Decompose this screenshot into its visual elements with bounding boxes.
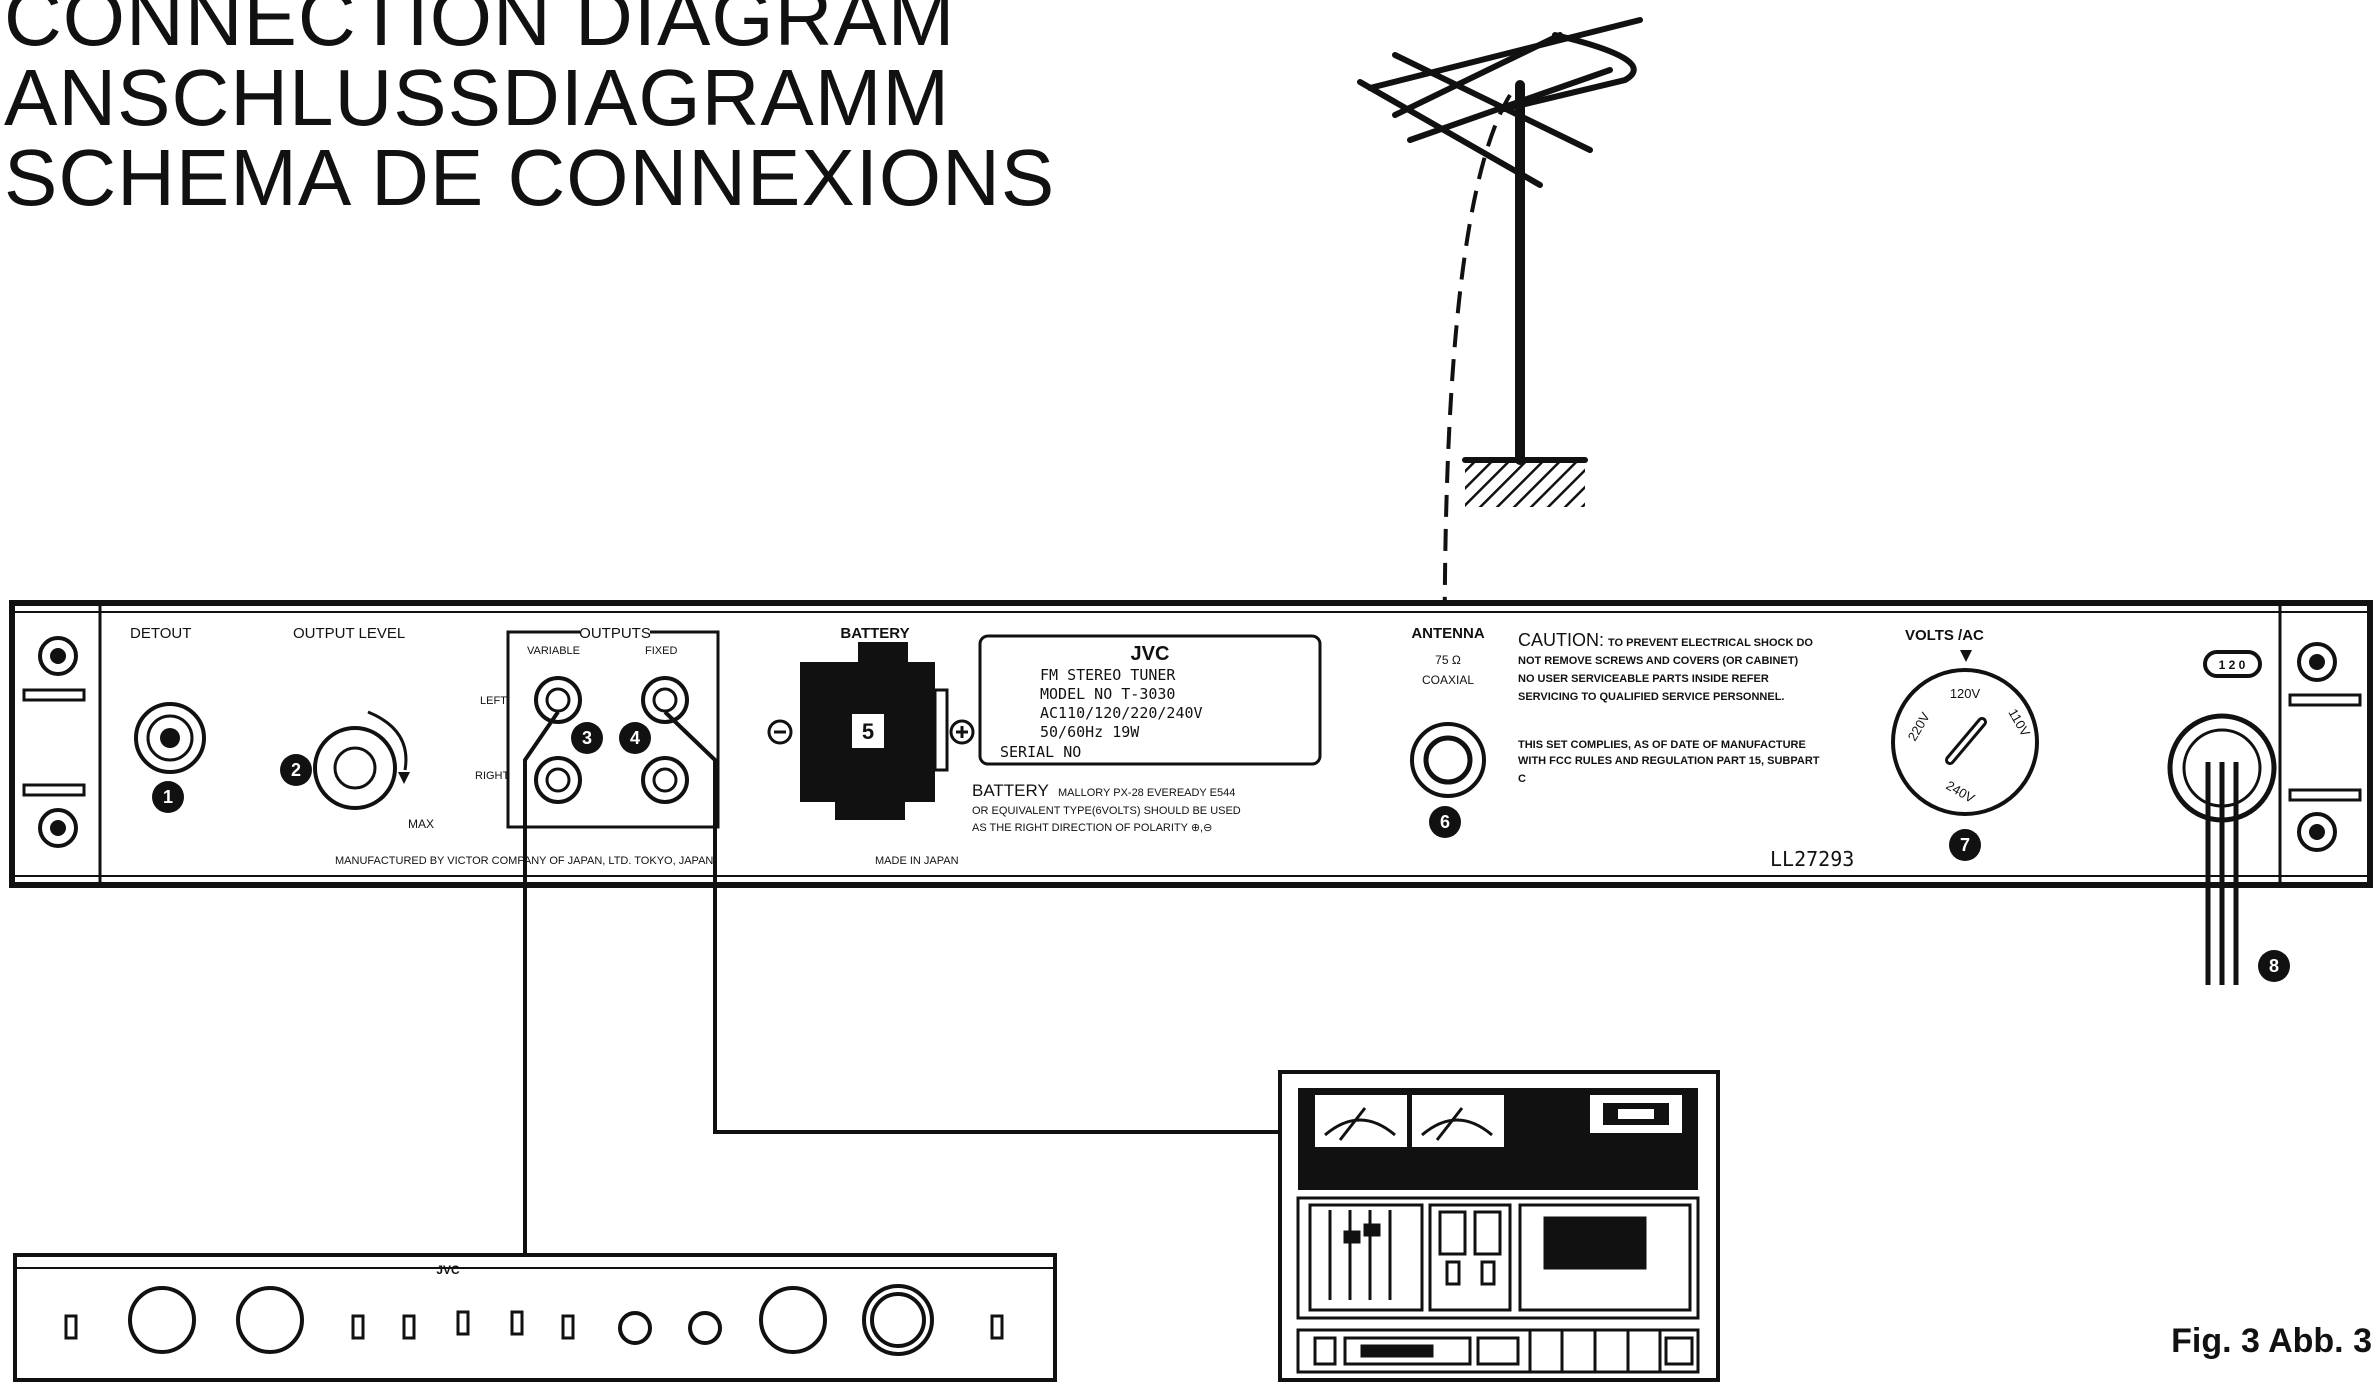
callout-marker: 2	[280, 754, 312, 786]
detout-label: DETOUT	[130, 625, 191, 642]
callout-marker: 6	[1429, 806, 1461, 838]
figure-label: Fig. 3 Abb. 3	[2171, 1322, 2372, 1360]
callout-number: 7	[1960, 835, 1970, 855]
variable-label: VARIABLE	[527, 645, 580, 657]
connection-cables	[523, 710, 1280, 1255]
caution-title: CAUTION:	[1518, 630, 1604, 650]
model-plate-line: 50/60Hz 19W	[1040, 723, 1140, 741]
left-label: LEFT	[480, 695, 507, 707]
callout-marker: 7	[1949, 829, 1981, 861]
title-german: ANSCHLUSSDIAGRAMM	[4, 53, 951, 142]
made-in-label: MADE IN JAPAN	[875, 855, 959, 867]
model-plate-line: AC110/120/220/240V	[1040, 704, 1203, 722]
callout-number: 4	[630, 728, 640, 748]
caution-line: NO USER SERVICEABLE PARTS INSIDE REFER	[1518, 673, 1769, 685]
fcc-line: THIS SET COMPLIES, AS OF DATE OF MANUFAC…	[1518, 739, 1806, 751]
rack-screw-icon	[22, 636, 2362, 852]
fixed-label: FIXED	[645, 645, 677, 657]
antenna-impedance-label: 75 Ω	[1435, 653, 1461, 667]
callouts: 1 2 3 4 5 6 7 8	[152, 714, 2290, 982]
volts-ac-label: VOLTS /AC	[1905, 627, 1984, 644]
model-plate-line: FM STEREO TUNER	[1040, 666, 1176, 684]
amplifier-knob-icon	[128, 1284, 934, 1356]
caution-line: TO PREVENT ELECTRICAL SHOCK DO	[1608, 637, 1813, 649]
amplifier: JVC	[13, 1253, 1057, 1382]
voltage-120: 120V	[1950, 686, 1981, 701]
fixed-output-jacks-icon	[641, 676, 689, 804]
output-level-label: OUTPUT LEVEL	[293, 625, 405, 642]
plug-holder-label: 1 2 0	[2219, 658, 2246, 672]
battery-note-title: BATTERY	[972, 781, 1049, 800]
caution-line: NOT REMOVE SCREWS AND COVERS (OR CABINET…	[1518, 655, 1798, 667]
callout-number: 2	[291, 760, 301, 780]
output-level-knob-icon	[313, 710, 410, 810]
vu-meter-icon	[1315, 1095, 1504, 1147]
callout-number: 8	[2269, 956, 2279, 976]
amplifier-switch-icon	[64, 1310, 1004, 1340]
battery-note-line: AS THE RIGHT DIRECTION OF POLARITY ⊕,⊖	[972, 822, 1212, 834]
serial-code-label: LL27293	[1770, 847, 1854, 871]
model-plate-brand: JVC	[1131, 643, 1170, 665]
callout-number: 3	[582, 728, 592, 748]
tuner-rear-panel: DETOUT OUTPUT LEVEL MAX OUTPUTS VARIABLE…	[9, 600, 2373, 888]
battery-note-line: MALLORY PX-28 EVEREADY E544	[1058, 787, 1235, 799]
diagram-title: CONNECTION DIAGRAM ANSCHLUSSDIAGRAMM SCH…	[4, 0, 1055, 218]
fcc-line: WITH FCC RULES AND REGULATION PART 15, S…	[1518, 755, 1820, 767]
caution-line: SERVICING TO QUALIFIED SERVICE PERSONNEL…	[1518, 691, 1785, 703]
amplifier-brand: JVC	[436, 1263, 460, 1277]
cassette-deck	[1278, 1070, 1720, 1382]
title-french: SCHEMA DE CONNEXIONS	[4, 133, 1056, 222]
callout-marker: 4	[619, 722, 651, 754]
arrow-down-icon	[1960, 650, 1972, 662]
power-cord	[2205, 762, 2239, 985]
coaxial-label: COAXIAL	[1422, 673, 1474, 687]
callout-number: 5	[862, 719, 874, 744]
deck-controls	[1296, 1196, 1700, 1374]
plug-holder-icon: 1 2 0	[2203, 650, 2262, 678]
callout-marker: 3	[571, 722, 603, 754]
antenna-label: ANTENNA	[1411, 625, 1484, 642]
callout-marker: 1	[152, 781, 184, 813]
title-english: CONNECTION DIAGRAM	[4, 0, 956, 62]
callout-number: 1	[163, 787, 173, 807]
right-label: RIGHT	[475, 770, 510, 782]
battery-label: BATTERY	[840, 625, 909, 642]
callout-marker: 8	[2258, 950, 2290, 982]
max-label: MAX	[408, 817, 434, 831]
outputs-label: OUTPUTS	[579, 625, 651, 642]
fcc-line: C	[1518, 773, 1526, 785]
antenna-coaxial-jack-icon	[1410, 722, 1486, 798]
callout-number: 6	[1440, 812, 1450, 832]
model-plate: JVC FM STEREO TUNER MODEL NO T-3030 AC11…	[978, 634, 1322, 766]
antenna	[1357, 17, 1643, 701]
model-plate-serial: SERIAL NO	[1000, 743, 1081, 761]
variable-output-jacks-icon	[534, 676, 582, 804]
battery-note-line: OR EQUIVALENT TYPE(6VOLTS) SHOULD BE USE…	[972, 805, 1241, 817]
model-plate-line: MODEL NO T-3030	[1040, 685, 1175, 703]
detout-jack-icon	[134, 702, 206, 774]
cassette-window-icon	[1590, 1095, 1682, 1133]
callout-marker: 5	[852, 714, 884, 748]
